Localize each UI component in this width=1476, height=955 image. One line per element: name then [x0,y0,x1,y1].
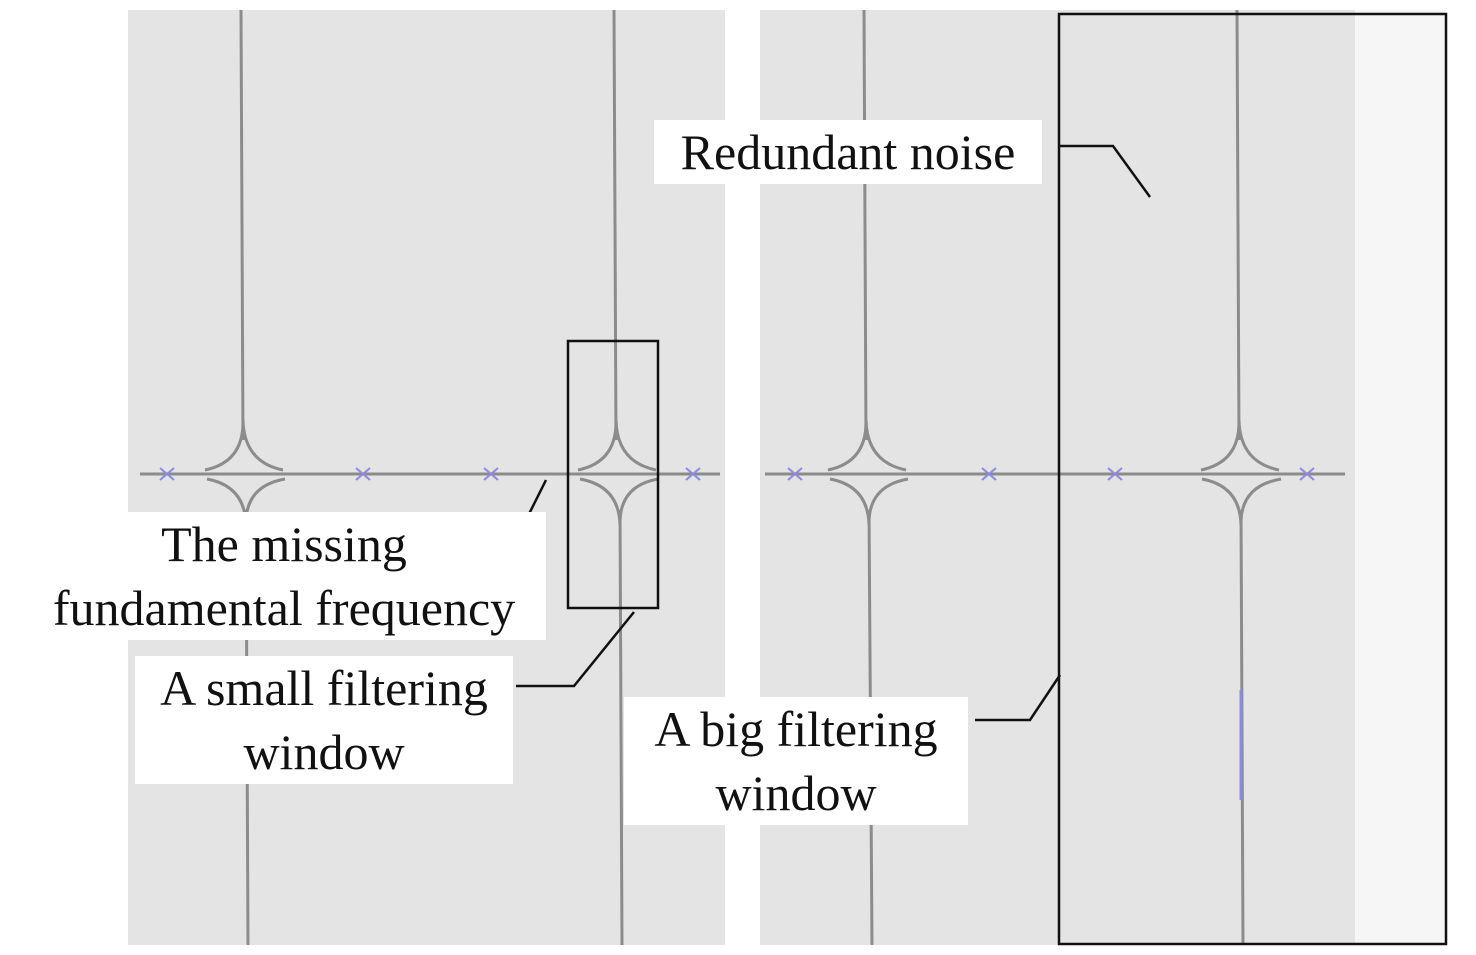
small-window-line-2: window [243,724,405,780]
missing-fundamental-label: The missing fundamental frequency [22,512,546,640]
right-noise-tick-1 [787,467,803,481]
left-peak-2-vertical-line [612,9,624,946]
right-peak-2-cusps [1200,419,1282,526]
right-peak-1-cusps [827,419,909,526]
redundant-noise-label: Redundant noise [654,120,1042,184]
big-filtering-window-box [1057,12,1448,946]
left-noise-tick-3 [483,467,499,481]
small-filtering-window-box [566,339,660,610]
right-noise-tick-3 [1107,467,1123,481]
redundant-noise-text: Redundant noise [680,124,1016,180]
small-window-line-1: A small filtering [160,660,488,716]
big-window-line-2: window [715,765,877,821]
right-panel-light-strip [1355,10,1445,945]
left-noise-tick-4 [685,467,701,481]
left-peak-1-cusps [204,419,286,526]
left-peak-2-cusps [577,419,659,526]
redundant-noise-leader-line [1060,144,1152,198]
big-window-leader-line [975,674,1062,722]
missing-fundamental-line-1: The missing [161,516,407,572]
right-noise-tick-2 [981,467,997,481]
left-noise-tick-1 [159,467,175,481]
missing-fundamental-line-2: fundamental frequency [52,580,516,636]
left-noise-tick-2 [355,467,371,481]
big-window-line-1: A big filtering [654,701,938,757]
right-noise-tick-4 [1299,467,1315,481]
small-window-leader-line [516,611,635,688]
big-filtering-window-label: A big filtering window [624,697,968,825]
small-filtering-window-label: A small filtering window [135,656,513,784]
